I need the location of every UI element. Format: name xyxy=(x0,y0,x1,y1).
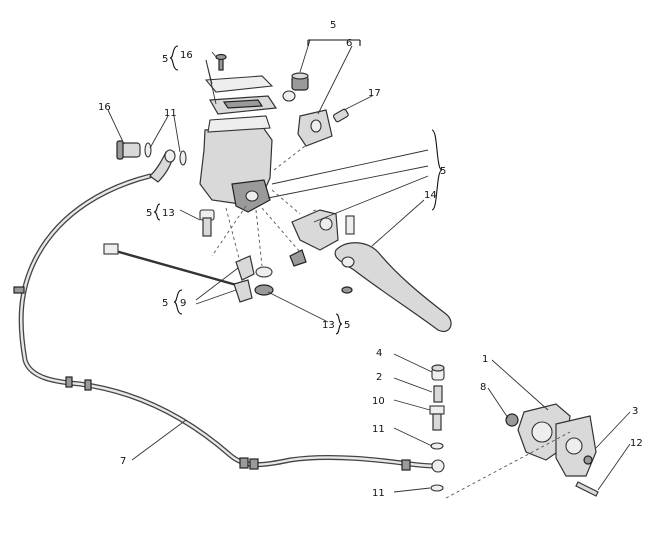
leader-lines xyxy=(107,39,631,499)
sealing-washers-11 xyxy=(144,142,187,166)
group-braces xyxy=(153,39,443,335)
screw-17 xyxy=(332,95,373,123)
callout-8: 8 xyxy=(480,382,486,393)
callout-17: 17 xyxy=(368,88,381,99)
bolt-13 xyxy=(199,209,215,237)
washers-11 xyxy=(430,442,444,492)
callout-5-13b: 5 xyxy=(344,320,350,331)
lever-pivot-block xyxy=(291,209,339,251)
callout-14: 14 xyxy=(424,190,437,201)
callout-11-b: 11 xyxy=(372,488,385,499)
seal-8 xyxy=(505,413,519,427)
callout-5-right: 5 xyxy=(440,166,446,177)
callout-5-top: 5 xyxy=(330,20,336,31)
lever-14 xyxy=(334,215,452,332)
push-rod xyxy=(103,243,241,288)
callout-11-top: 11 xyxy=(164,108,177,119)
callout-5-9: 5 xyxy=(162,298,168,309)
callout-7: 7 xyxy=(120,456,126,467)
callout-16-reservoir: 16 xyxy=(180,50,193,61)
reservoir-cap-assembly xyxy=(204,53,278,115)
dowel-3 xyxy=(583,455,593,465)
reservoir-plug-5 xyxy=(282,72,309,102)
callout-6: 6 xyxy=(346,38,352,49)
screw-12 xyxy=(575,481,599,497)
hose-part-7 xyxy=(13,173,445,473)
bleeder-valve-2 xyxy=(433,385,443,403)
callout-4: 4 xyxy=(376,348,382,359)
callout-12: 12 xyxy=(630,438,643,449)
callout-5-reservoir: 5 xyxy=(162,54,168,65)
bracket-6 xyxy=(297,109,333,147)
slave-cylinder-1 xyxy=(517,403,597,477)
callout-3: 3 xyxy=(632,406,638,417)
bolt-10 xyxy=(429,405,445,431)
master-cylinder-body xyxy=(199,115,273,213)
callout-1: 1 xyxy=(482,354,488,365)
callout-10: 10 xyxy=(372,396,385,407)
banjo-bolt-16 xyxy=(116,140,141,160)
callout-13b: 13 xyxy=(322,320,335,331)
bleeder-cap-4 xyxy=(431,364,445,381)
clamp-9 xyxy=(233,249,307,303)
callout-11-a: 11 xyxy=(372,424,385,435)
callout-16-hose: 16 xyxy=(98,102,111,113)
callout-9: 9 xyxy=(180,298,186,309)
callout-2: 2 xyxy=(376,372,382,383)
callout-13: 13 xyxy=(162,208,175,219)
assembly-guide-lines xyxy=(211,145,317,267)
callout-5-13: 5 xyxy=(146,208,152,219)
callout-labels: 5 5 16 6 16 11 17 5 14 5 13 5 9 13 5 4 2… xyxy=(98,20,643,499)
banjo-fitting xyxy=(149,149,176,183)
